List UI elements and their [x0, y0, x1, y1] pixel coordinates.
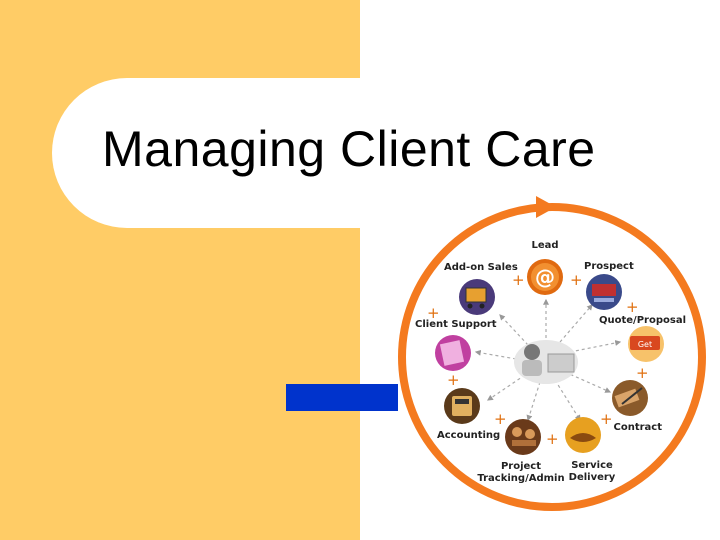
stage-label-line: Service	[571, 460, 613, 471]
stage-label-quote: Quote/Proposal	[599, 315, 686, 326]
stage-label-line: Quote/Proposal	[599, 315, 686, 326]
calculator-icon	[444, 388, 480, 424]
stage-label-support: Client Support	[415, 319, 497, 330]
svg-text:@: @	[535, 265, 555, 289]
get-quote-icon: Get	[628, 326, 664, 362]
handshake-icon	[565, 417, 601, 453]
plus-icon: +	[447, 371, 460, 389]
meeting-icon	[505, 419, 541, 455]
stage-label-addon: Add-on Sales	[444, 262, 518, 273]
stage-label-accounting: Accounting	[437, 430, 500, 441]
stage-label-lead: Lead	[531, 240, 558, 251]
shopping-cart-icon	[459, 279, 495, 315]
stage-label-line: Tracking/Admin	[477, 473, 564, 484]
stage-label-line: Lead	[531, 240, 558, 251]
stage-label-line: Accounting	[437, 430, 500, 441]
at-sign-icon: @	[527, 259, 563, 295]
plus-icon: +	[546, 430, 559, 448]
person-at-laptop-icon	[514, 340, 578, 384]
plus-icon: +	[636, 364, 649, 382]
stage-label-contract: Contract	[614, 422, 663, 433]
plus-icon: +	[512, 271, 525, 289]
stage-label-line: Add-on Sales	[444, 262, 518, 273]
plus-icon: +	[494, 410, 507, 428]
stage-label-line: Delivery	[569, 472, 616, 483]
plus-icon: +	[600, 410, 613, 428]
stage-label-line: Contract	[614, 422, 663, 433]
support-document-icon	[435, 335, 471, 371]
plus-icon: +	[626, 298, 639, 316]
pen-signing-icon	[612, 380, 648, 416]
svg-text:Get: Get	[638, 340, 652, 349]
plus-icon: +	[570, 271, 583, 289]
prospect-photo-icon	[586, 274, 622, 310]
stage-label-line: Prospect	[584, 261, 634, 272]
stage-label-line: Project	[501, 461, 541, 472]
stage-label-prospect: Prospect	[584, 261, 634, 272]
stage-label-line: Client Support	[415, 319, 497, 330]
